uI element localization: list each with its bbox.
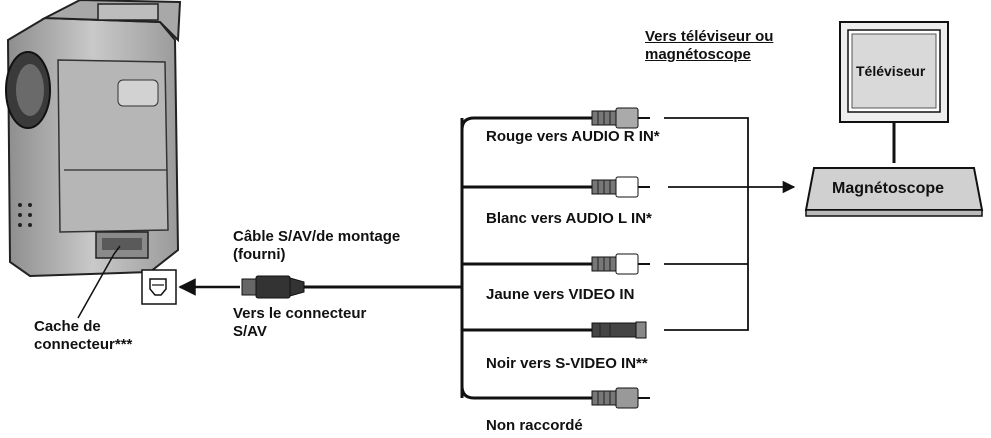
cover-label-line1: Cache de: [34, 318, 101, 335]
yellow-rca-plug: [591, 253, 650, 275]
white-plug-label: Blanc vers AUDIO L IN*: [486, 210, 652, 227]
black-svideo-plug: [591, 321, 647, 339]
sav-port-icon: [141, 269, 177, 305]
destination-heading-line1: Vers téléviseur ou: [645, 28, 774, 45]
output-connection-lines: [664, 117, 749, 331]
black-plug-label: Noir vers S-VIDEO IN**: [486, 355, 648, 372]
camcorder-illustration: [5, 0, 182, 278]
white-rca-plug: [591, 176, 650, 198]
unused-rca-plug: [591, 387, 650, 409]
vcr-illustration: [804, 167, 984, 217]
cable-label-line1: Câble S/AV/de montage: [233, 228, 401, 245]
destination-heading-line2: magnétoscope: [645, 46, 751, 63]
cable-label-line2: (fourni): [233, 246, 286, 263]
cover-leader-line: [77, 253, 115, 319]
vcr-label: Magnétoscope: [832, 180, 945, 197]
connector-label-line1: Vers le connecteur: [233, 305, 367, 322]
sav-mini-plug: [241, 275, 305, 299]
cover-leader-line-2: [113, 245, 121, 255]
unused-plug-label: Non raccordé: [486, 417, 583, 434]
tv-label: Téléviseur: [856, 63, 926, 79]
tv-illustration: [839, 21, 949, 163]
red-plug-label: Rouge vers AUDIO R IN*: [486, 128, 660, 145]
cover-label-line2: connecteur***: [34, 336, 133, 353]
connector-label-line2: S/AV: [233, 323, 267, 340]
branch-cables: [460, 116, 592, 400]
yellow-plug-label: Jaune vers VIDEO IN: [486, 286, 635, 303]
red-rca-plug: [591, 107, 650, 129]
